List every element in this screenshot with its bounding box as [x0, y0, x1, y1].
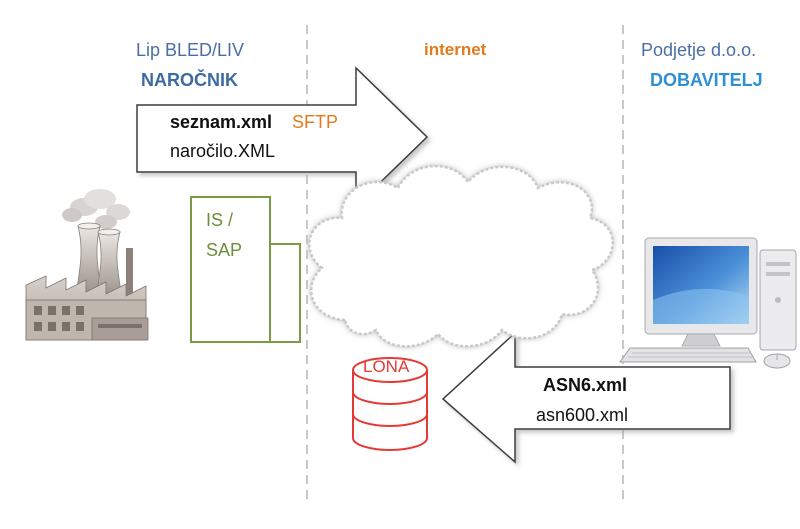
system-label-line2: SAP [206, 240, 243, 260]
inbound-file-secondary: asn600.xml [536, 405, 629, 425]
outbound-file-secondary: naročilo.XML [170, 141, 276, 161]
internet-label: internet [424, 40, 487, 59]
outbound-arrow [136, 66, 429, 208]
client-name: Lip BLED/LIV [136, 40, 245, 60]
outbound-protocol: SFTP [292, 112, 339, 132]
outbound-file-primary: seznam.xml [170, 112, 273, 132]
client-role: NAROČNIK [141, 70, 238, 90]
system-label-line1: IS / [206, 210, 234, 230]
internet-cloud-icon [308, 165, 614, 348]
factory-icon [25, 189, 149, 341]
supplier-name: Podjetje d.o.o. [641, 40, 757, 60]
computer-icon [619, 237, 797, 369]
storage-label: LONA [363, 357, 410, 376]
inbound-arrow [441, 331, 731, 464]
storage-database-icon [352, 357, 428, 451]
supplier-role: DOBAVITELJ [650, 70, 763, 90]
system-document-front [190, 196, 271, 343]
inbound-file-primary: ASN6.xml [543, 375, 628, 395]
system-document-back [265, 243, 301, 343]
